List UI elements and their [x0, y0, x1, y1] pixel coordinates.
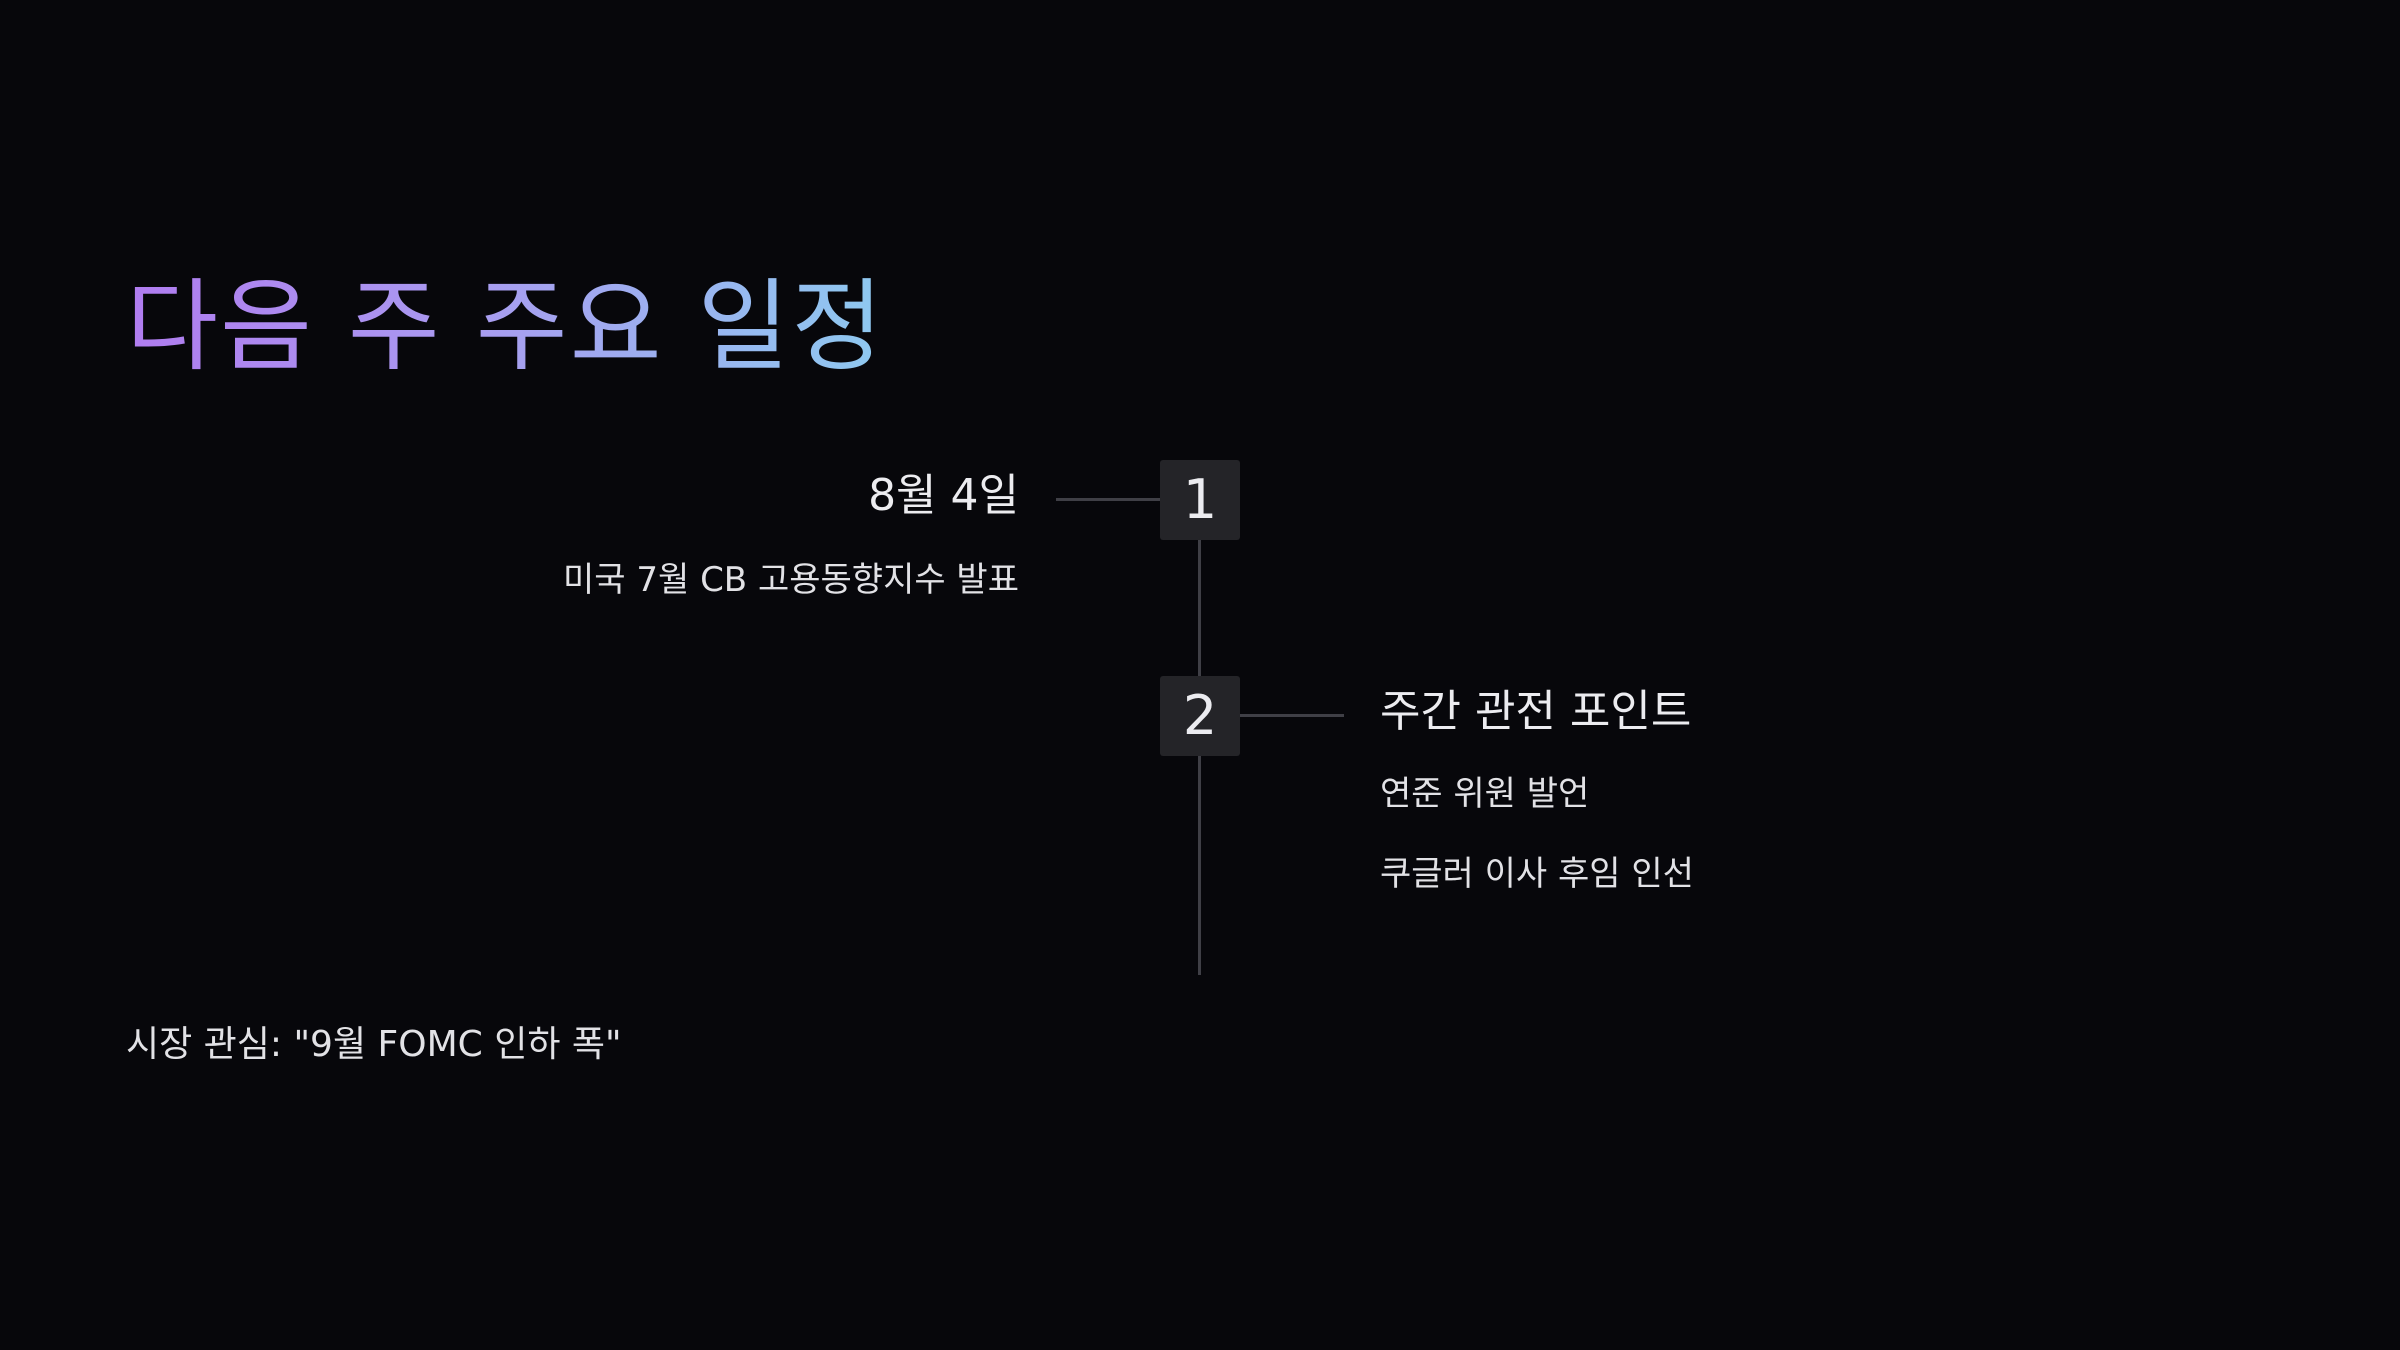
slide-title: 다음 주 주요 일정	[126, 262, 885, 392]
event-1-detail: 미국 7월 CB 고용동향지수 발표	[562, 560, 1019, 600]
event-2-heading: 주간 관전 포인트	[1380, 686, 1692, 737]
event-2-detail-1: 연준 위원 발언	[1380, 774, 1590, 814]
event-2-connector	[1240, 714, 1344, 717]
market-focus-note: 시장 관심: "9월 FOMC 인하 폭"	[126, 1024, 622, 1065]
event-1-connector	[1056, 498, 1160, 501]
event-1-marker: 1	[1160, 460, 1240, 540]
event-2-detail-2: 쿠글러 이사 후임 인선	[1380, 854, 1694, 894]
event-2-marker: 2	[1160, 676, 1240, 756]
event-1-date: 8월 4일	[868, 470, 1019, 521]
